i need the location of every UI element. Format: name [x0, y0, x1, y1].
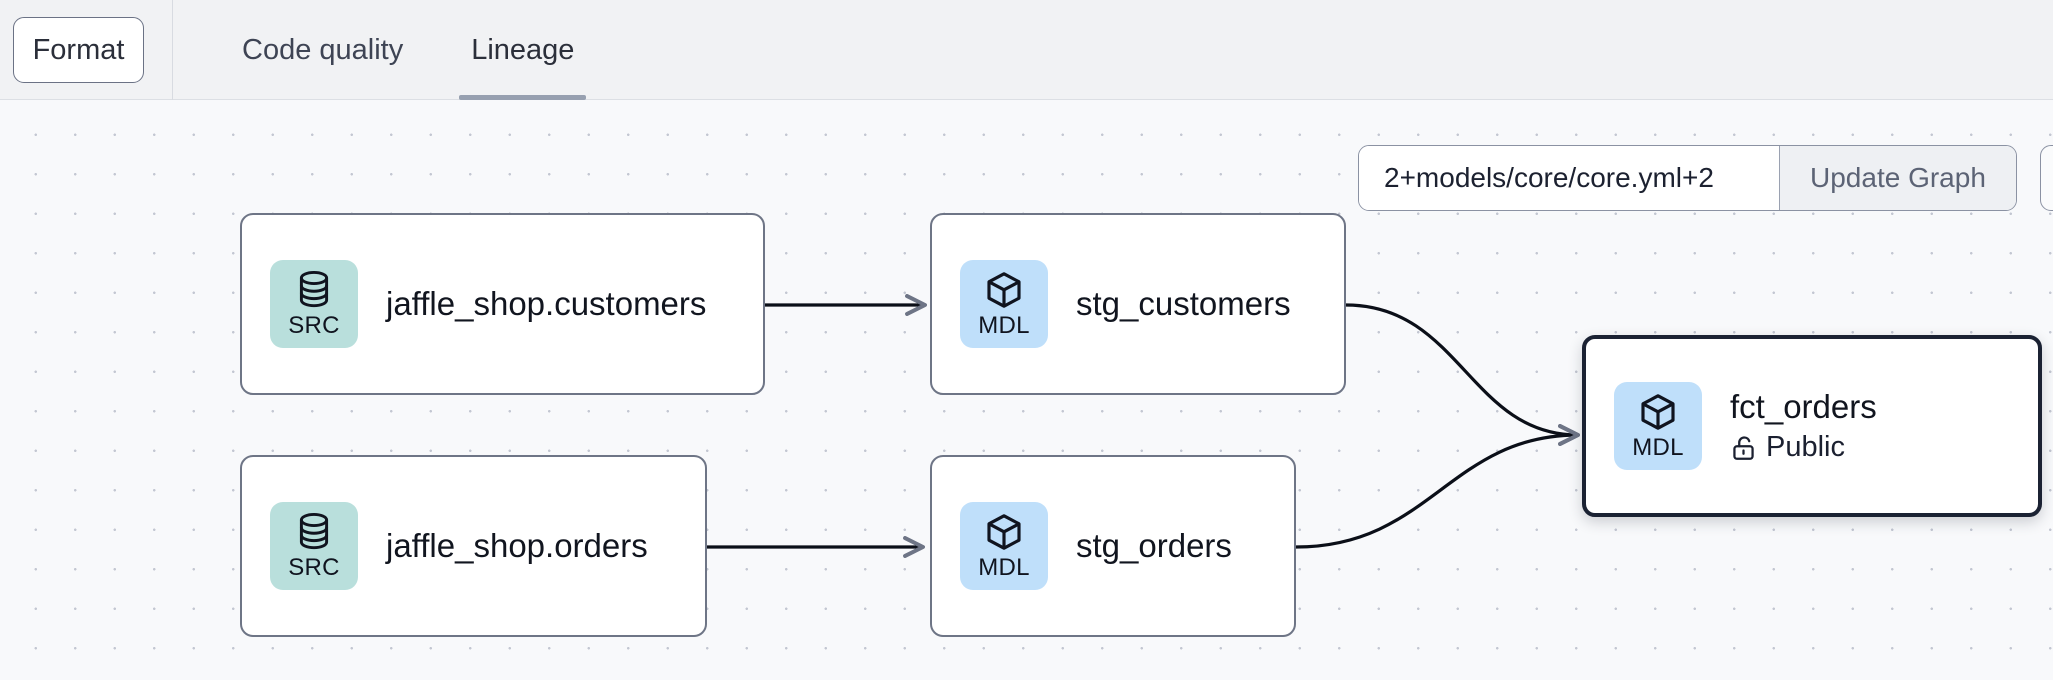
node-title: jaffle_shop.orders: [386, 527, 648, 565]
model-selector-bar: Update Graph: [1358, 145, 2017, 211]
top-toolbar: Format Code quality Lineage: [0, 0, 2053, 100]
node-title: stg_customers: [1076, 285, 1291, 323]
node-fct-orders[interactable]: MDL fct_orders Public: [1582, 335, 2042, 517]
node-body: stg_orders: [1076, 527, 1232, 565]
node-body: fct_orders Public: [1730, 388, 1877, 465]
badge-label: SRC: [288, 312, 340, 339]
node-access-status: Public: [1730, 431, 1877, 464]
tab-code-quality[interactable]: Code quality: [242, 33, 404, 66]
node-title: fct_orders: [1730, 387, 1877, 425]
toolbar-divider: [172, 0, 173, 100]
node-stg-customers[interactable]: MDL stg_customers: [930, 213, 1346, 395]
node-title: stg_orders: [1076, 527, 1232, 565]
graph-side-control[interactable]: [2040, 145, 2053, 211]
badge-mdl: MDL: [960, 260, 1048, 348]
update-graph-button[interactable]: Update Graph: [1779, 146, 2016, 210]
node-jaffle-shop-orders[interactable]: SRC jaffle_shop.orders: [240, 455, 707, 637]
tab-bar: Code quality Lineage: [172, 0, 608, 100]
node-stg-orders[interactable]: MDL stg_orders: [930, 455, 1296, 637]
edge-stg-customers-to-fct-orders: [1345, 303, 1581, 446]
lineage-canvas[interactable]: SRC jaffle_shop.customers MDL stg_custom…: [0, 100, 2053, 680]
tab-lineage[interactable]: Lineage: [437, 0, 608, 100]
cube-icon: [987, 272, 1021, 308]
node-jaffle-shop-customers[interactable]: SRC jaffle_shop.customers: [240, 213, 765, 395]
node-title: jaffle_shop.customers: [386, 285, 707, 323]
badge-label: MDL: [978, 554, 1030, 581]
badge-mdl: MDL: [1614, 382, 1702, 470]
database-icon: [299, 270, 329, 308]
node-access-label: Public: [1766, 431, 1845, 464]
format-button[interactable]: Format: [13, 17, 144, 83]
edge-stg-orders-to-fct-orders: [1295, 424, 1581, 549]
badge-label: MDL: [1632, 434, 1684, 461]
badge-src: SRC: [270, 502, 358, 590]
badge-mdl: MDL: [960, 502, 1048, 590]
cube-icon: [1641, 394, 1675, 430]
node-body: jaffle_shop.orders: [386, 527, 648, 565]
node-body: jaffle_shop.customers: [386, 285, 706, 323]
badge-src: SRC: [270, 260, 358, 348]
badge-label: SRC: [288, 554, 340, 581]
unlock-icon: [1733, 436, 1754, 460]
cube-icon: [987, 514, 1021, 550]
node-body: stg_customers: [1076, 285, 1291, 323]
badge-label: MDL: [978, 312, 1030, 339]
database-icon: [299, 512, 329, 550]
model-selector-input[interactable]: [1359, 146, 1779, 210]
